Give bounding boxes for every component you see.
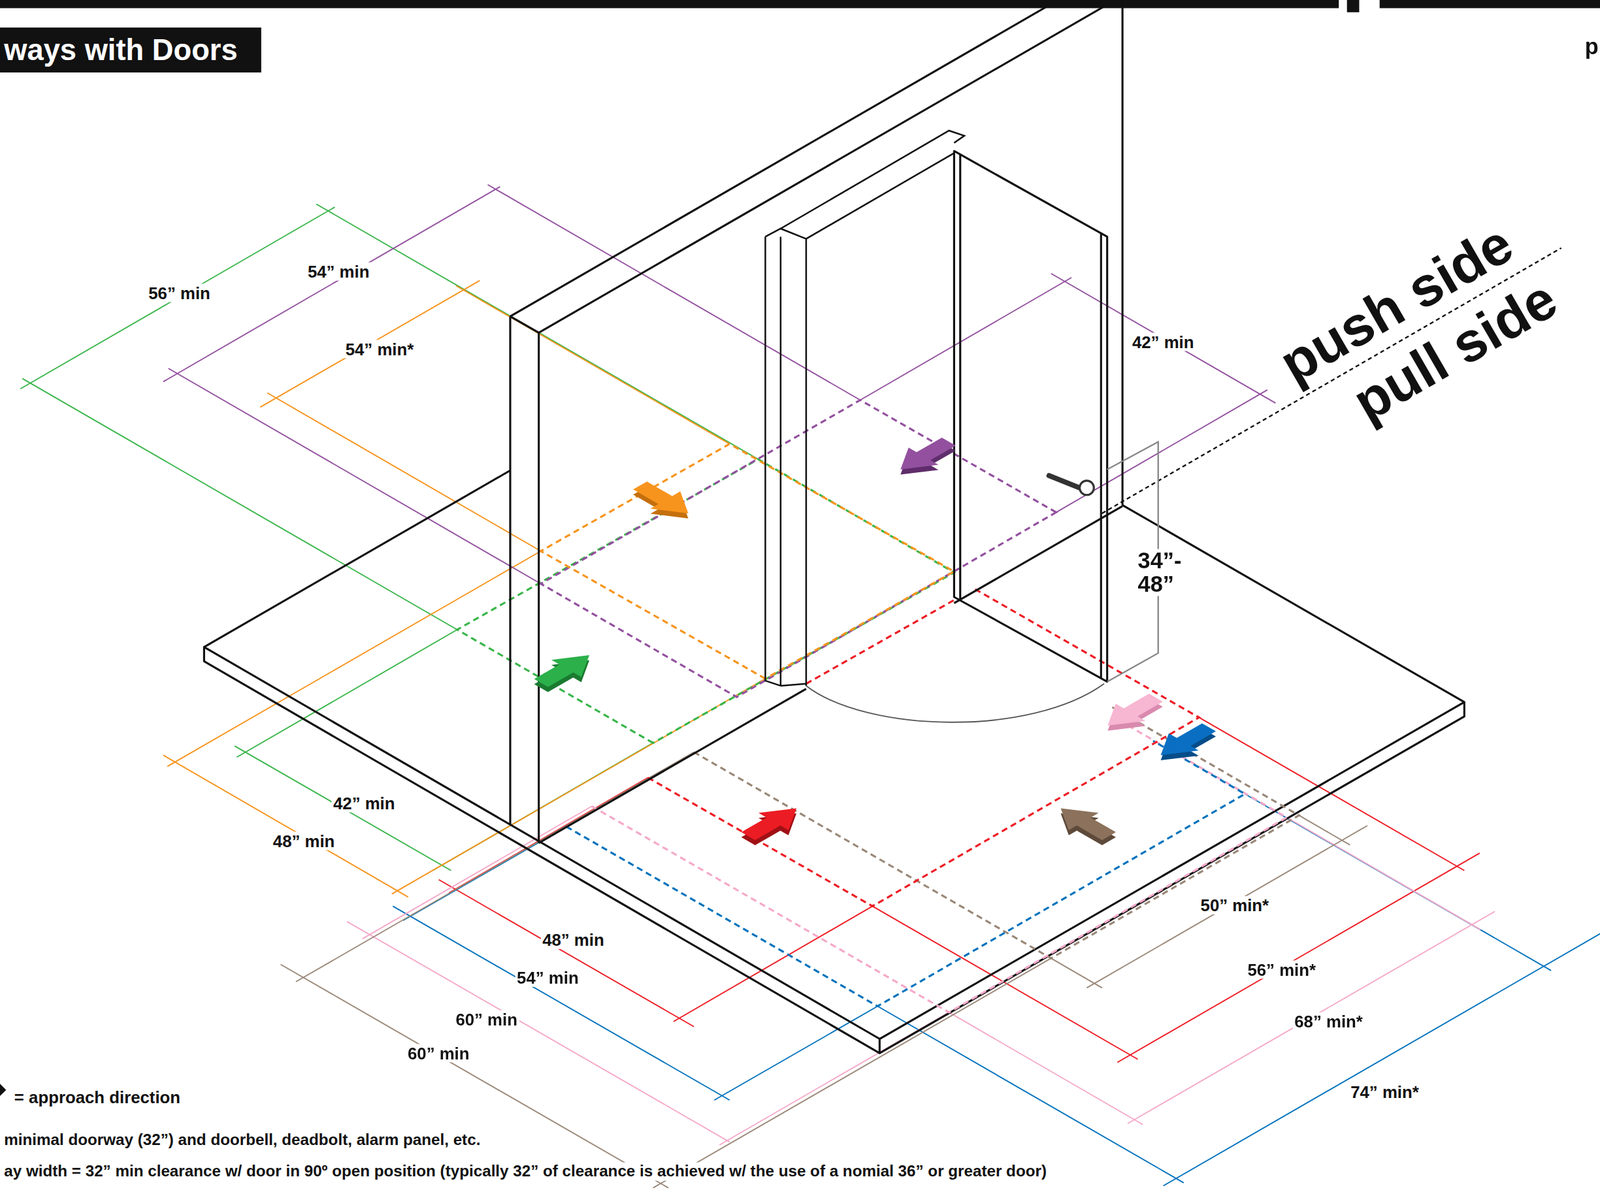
header-bar [0, 0, 1339, 8]
clearance-area [566, 740, 1246, 1007]
dimension-label: 56” min [146, 283, 213, 304]
clearance-area [540, 444, 955, 679]
door-handle [1049, 475, 1080, 489]
dimension-label: 42” min [331, 793, 398, 814]
dimension-label: 60” min [405, 1044, 472, 1064]
push-pull-divider [1102, 248, 1562, 514]
door-swing-arc [806, 684, 1105, 723]
dimension-label: 74” min* [1348, 1082, 1421, 1103]
floor-slab [203, 470, 1465, 1054]
dimension-label: 68” min* [1292, 1012, 1365, 1032]
footnote: ay width = 32” min clearance w/ door in … [1, 1162, 1049, 1182]
clearance-area [591, 716, 1288, 1013]
approach-arrow [885, 433, 964, 479]
dimension-label: 48” min [540, 930, 607, 950]
clearance-area [693, 707, 1299, 959]
dimension-label: 54” min* [343, 339, 417, 359]
footnote: minimal doorway (32”) and doorbell, dead… [1, 1130, 483, 1150]
approach-arrow [1145, 718, 1225, 764]
dimension-lines [20, 184, 1600, 1189]
dimension-label: 54” min [514, 968, 581, 988]
door-handle-rose [1079, 480, 1094, 496]
dimension-line [163, 280, 766, 898]
dimension-label: 60” min [453, 1010, 520, 1030]
clearance-areas [457, 399, 1300, 1013]
dimension-line [163, 184, 1276, 585]
dimension-label: 56” min* [1245, 959, 1318, 980]
legend-text: = approach direction [12, 1087, 183, 1108]
approach-arrow [1045, 799, 1125, 845]
dimension-line [346, 806, 1495, 1146]
title-bar: ways with Doors [0, 27, 262, 73]
dimension-label: 50” min* [1198, 895, 1271, 916]
approach-arrow [525, 646, 605, 692]
height-label: 34”- 48” [1135, 549, 1193, 597]
dimension-label: 42” min [1130, 332, 1197, 353]
dimension-label: 54” min [305, 261, 372, 282]
approach-arrow [733, 799, 812, 845]
clearance-area [540, 399, 1057, 698]
title-text: ways with Doors [0, 27, 262, 73]
door-leaf [953, 150, 1107, 682]
wall [510, 0, 1123, 844]
clearance-area [457, 459, 955, 743]
header-bar [1347, 0, 1360, 13]
header-bar [1379, 0, 1600, 8]
approach-arrows [525, 433, 1224, 850]
approach-arrow [625, 476, 704, 523]
dimension-label: 48” min [271, 831, 338, 852]
clearance-area [648, 589, 1199, 907]
dimension-line [20, 203, 758, 871]
approach-arrow [1093, 689, 1172, 735]
fragment-label: p [1584, 33, 1599, 60]
legend-arrow-sample [0, 1083, 6, 1097]
door-frame [765, 130, 965, 686]
